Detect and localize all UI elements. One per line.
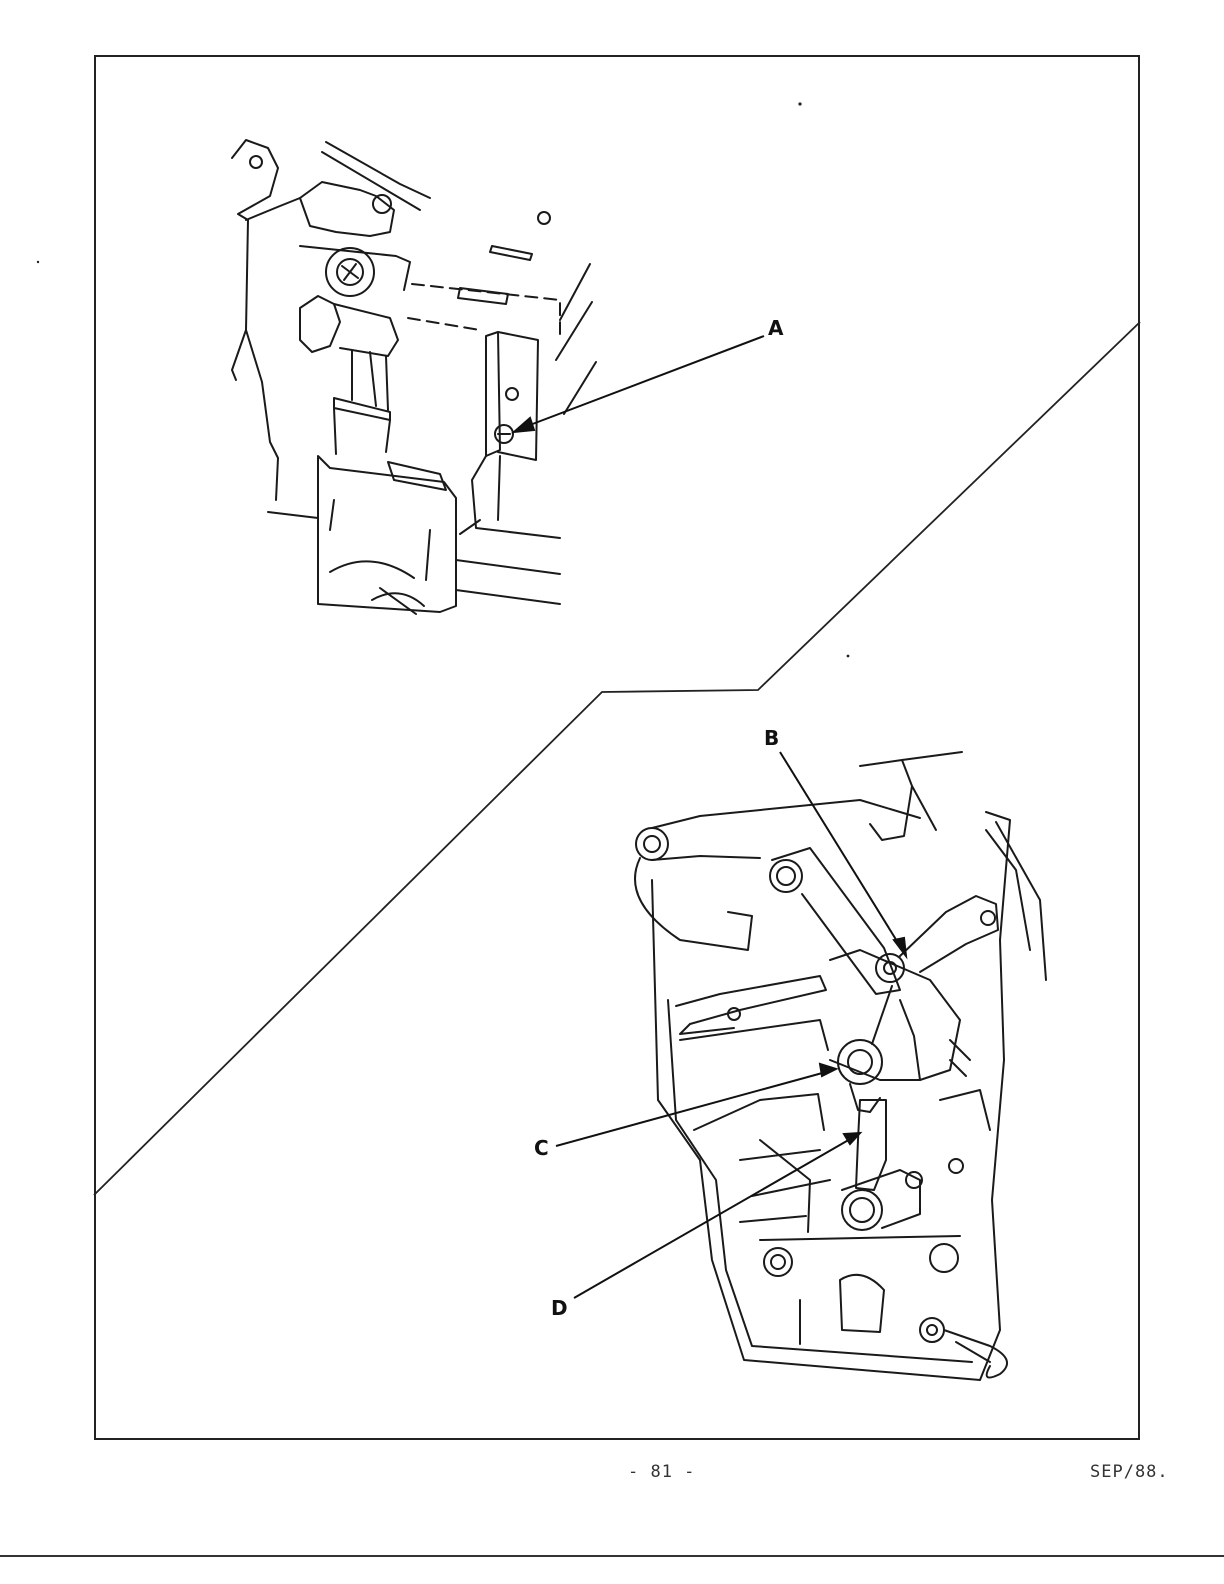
bottom-rule — [0, 1555, 1224, 1557]
callout-label-d: D — [551, 1296, 568, 1320]
scan-specks — [36, 102, 850, 658]
callout-label-c: C — [534, 1136, 549, 1160]
revision-date: SEP/88. — [1090, 1462, 1169, 1482]
callout-label-b: B — [764, 726, 780, 750]
divider-line — [93, 321, 1141, 1196]
figure-frame — [94, 55, 1140, 1440]
page-number: - 81 - — [628, 1462, 696, 1482]
callout-d-leader — [573, 1131, 863, 1299]
callout-b-leader — [779, 751, 908, 960]
callout-c-leader — [555, 1062, 839, 1147]
callout-a-leader — [510, 335, 765, 434]
upper-assembly-illustration — [231, 139, 597, 615]
callout-label-a: A — [768, 316, 784, 340]
lower-assembly-illustration — [634, 751, 1047, 1381]
